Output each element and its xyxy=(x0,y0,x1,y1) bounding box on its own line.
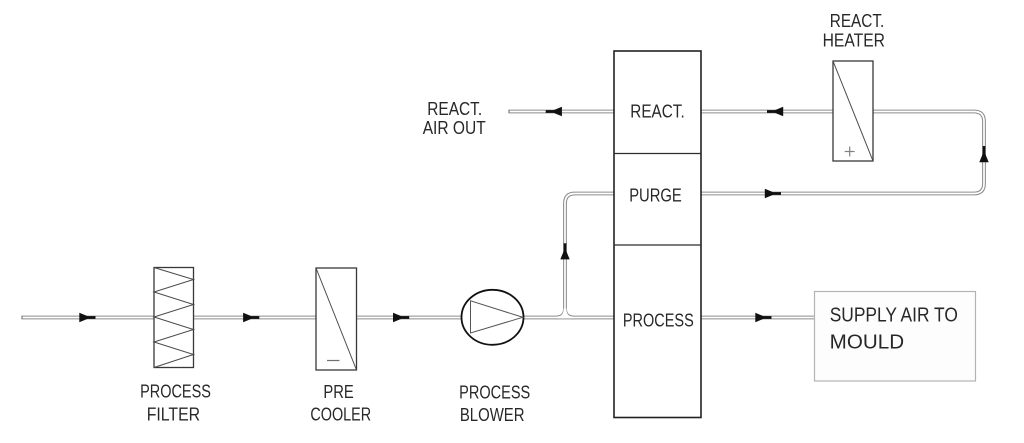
svg-text:PROCESS: PROCESS xyxy=(459,383,530,403)
svg-text:FILTER: FILTER xyxy=(147,405,200,425)
svg-text:HEATER: HEATER xyxy=(823,31,885,51)
svg-text:PRE: PRE xyxy=(323,382,353,402)
svg-text:BLOWER: BLOWER xyxy=(460,405,525,425)
svg-text:REACT.: REACT. xyxy=(630,102,684,122)
svg-text:REACT.: REACT. xyxy=(427,99,482,119)
svg-text:SUPPLY AIR TO: SUPPLY AIR TO xyxy=(830,305,958,327)
svg-text:MOULD: MOULD xyxy=(830,331,904,353)
svg-text:PROCESS: PROCESS xyxy=(140,382,211,402)
svg-text:COOLER: COOLER xyxy=(310,404,371,424)
svg-text:REACT.: REACT. xyxy=(830,11,885,31)
svg-text:PURGE: PURGE xyxy=(629,186,682,206)
svg-text:PROCESS: PROCESS xyxy=(623,310,694,330)
svg-text:AIR OUT: AIR OUT xyxy=(423,118,486,138)
